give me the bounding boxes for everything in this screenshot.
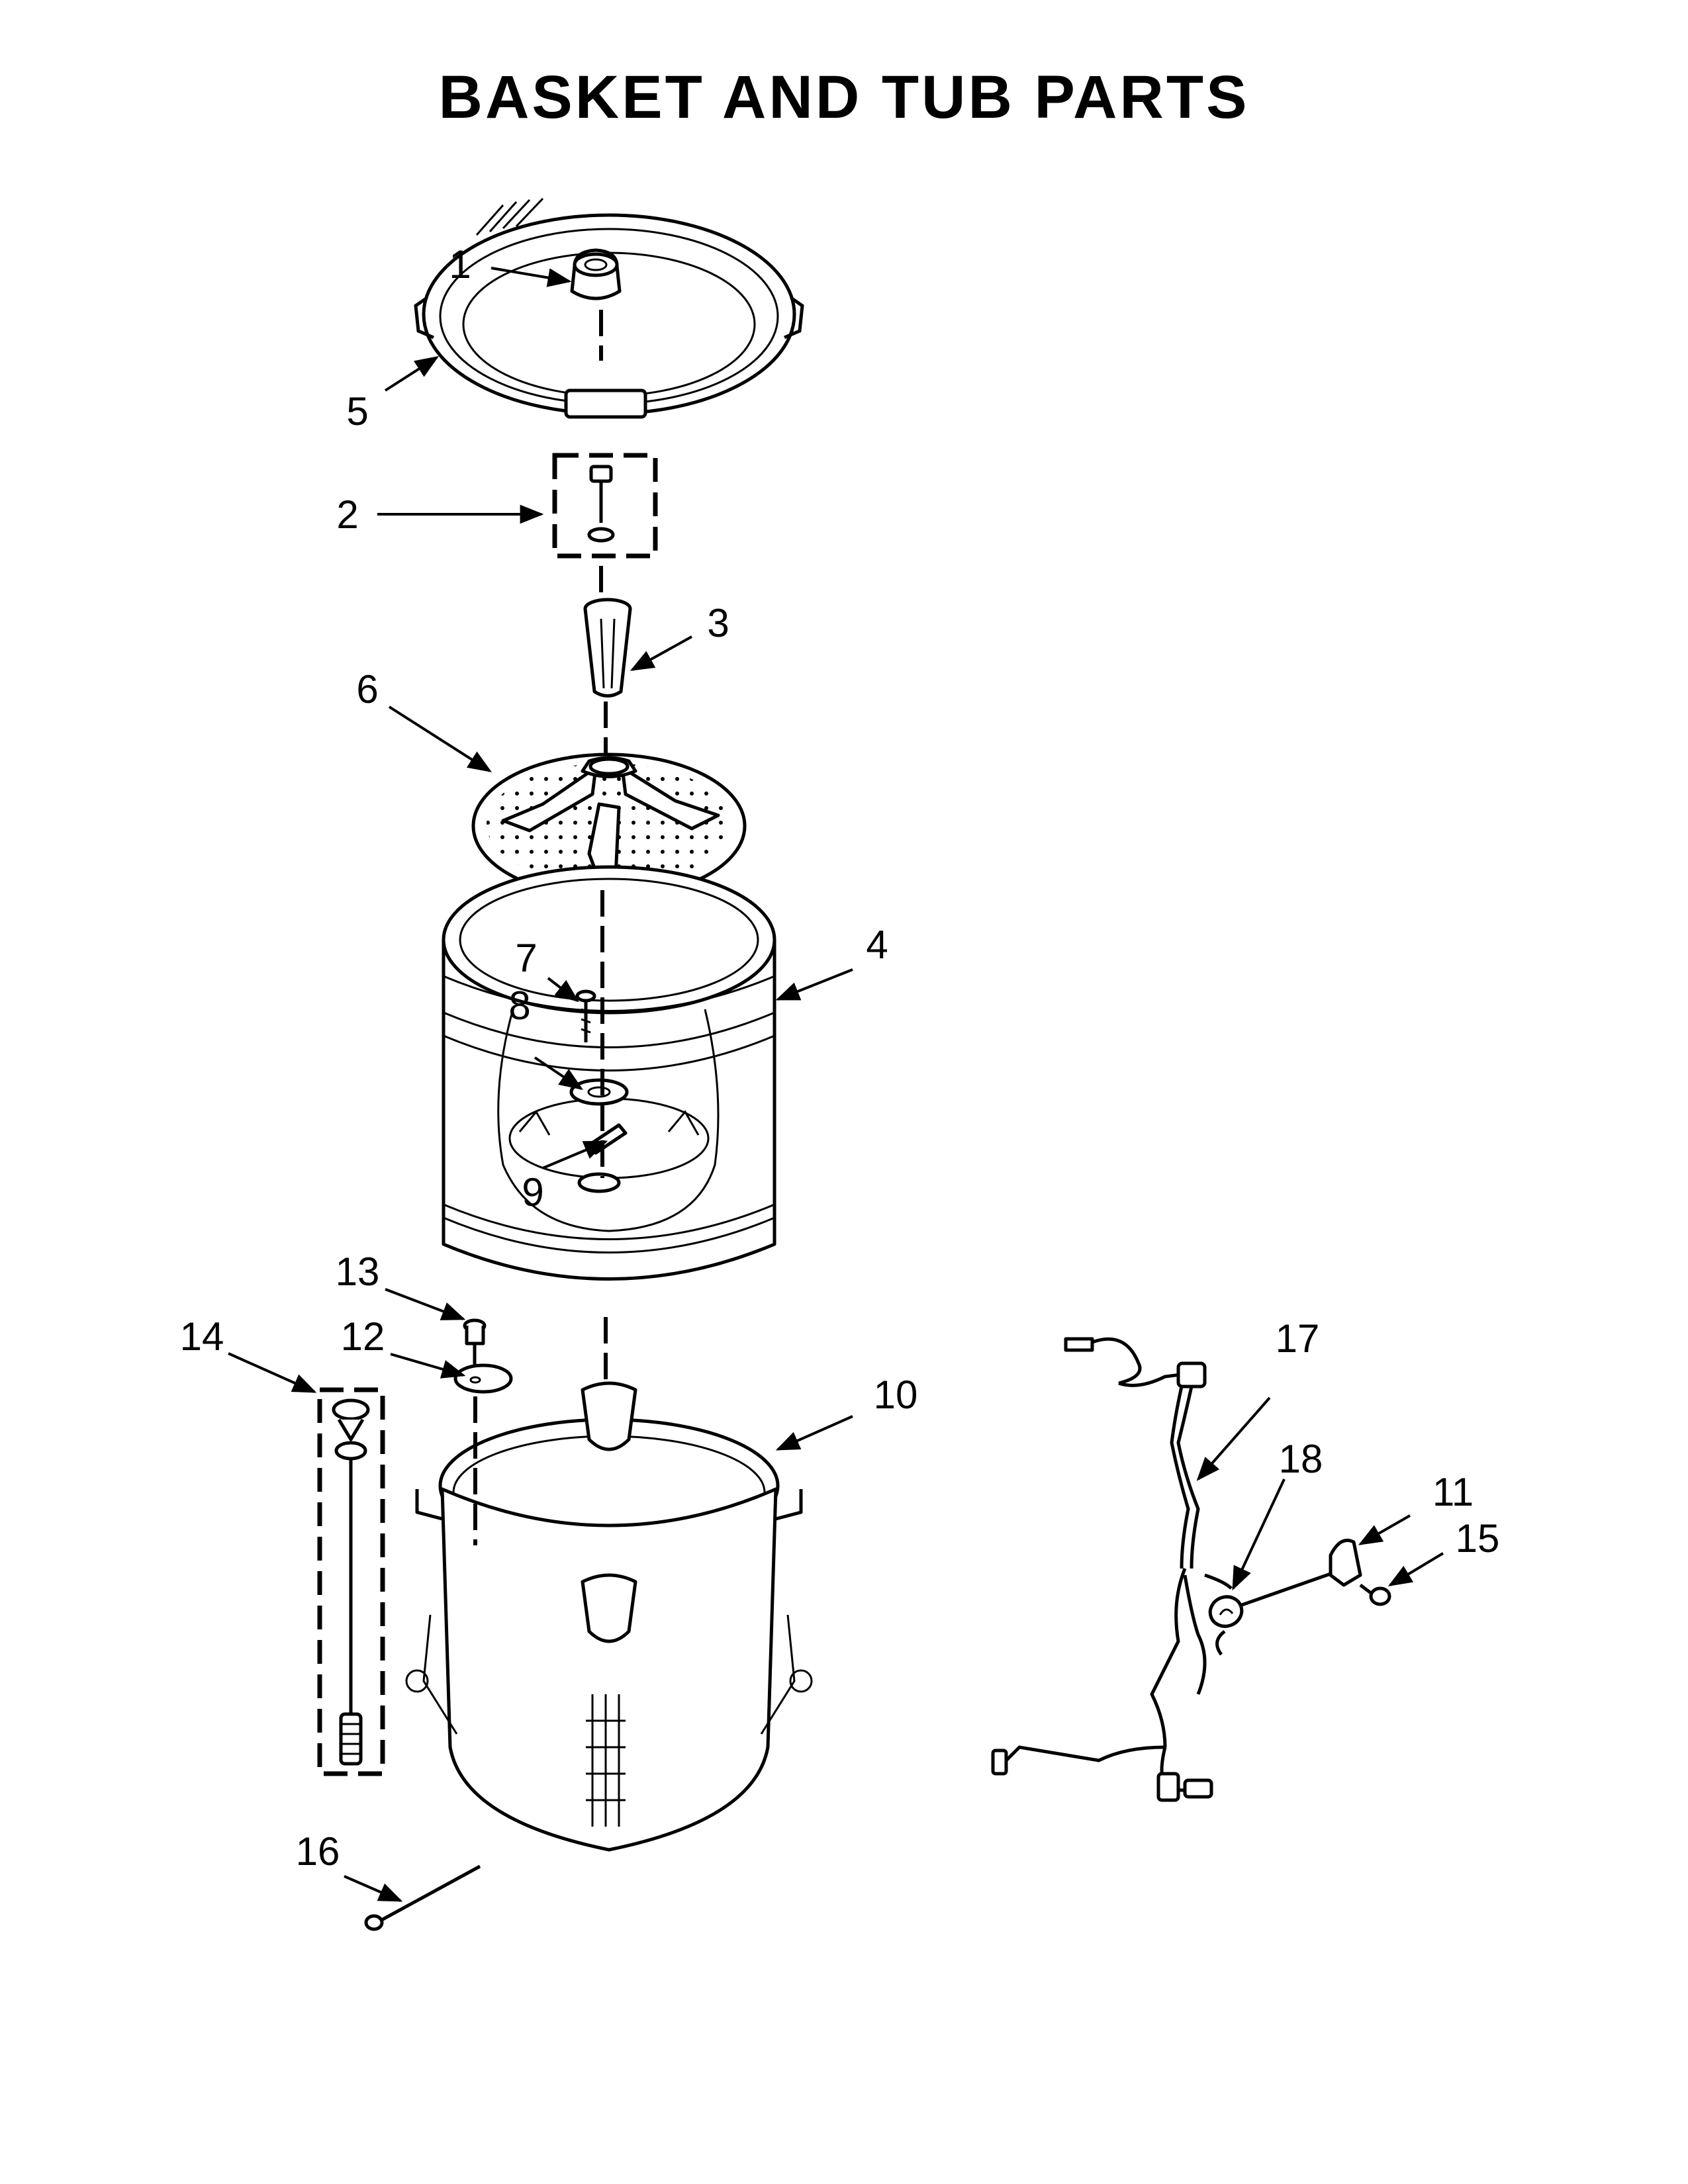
callout-labels: 1 5 2 3 6 4 7 8 9 10 13 12 14 16 17 18 1…	[180, 242, 1500, 1874]
impeller	[471, 752, 747, 899]
callout-14: 14	[180, 1314, 224, 1359]
callout-18: 18	[1279, 1437, 1323, 1481]
diagram-title: BASKET AND TUB PARTS	[438, 64, 1250, 131]
callout-6: 6	[356, 667, 378, 711]
o-ring	[1208, 1595, 1244, 1656]
callout-10: 10	[874, 1373, 918, 1417]
callout-7: 7	[515, 936, 537, 980]
leader-lines	[228, 267, 1444, 1902]
callout-4: 4	[866, 923, 888, 967]
callout-12: 12	[341, 1314, 385, 1359]
drive-bell	[583, 598, 632, 698]
tub-screw	[463, 1318, 487, 1367]
basket-drive-hub	[577, 1172, 621, 1193]
o-ring-pin	[1241, 1572, 1331, 1607]
bolt-assembly	[552, 453, 658, 559]
tub-ring	[414, 197, 804, 419]
screw	[575, 989, 596, 1042]
wash-basket	[442, 865, 776, 1281]
callout-8: 8	[508, 983, 530, 1028]
wire-harness	[991, 1337, 1233, 1802]
tub-washer	[453, 1363, 513, 1394]
wire-bracket	[1329, 1539, 1362, 1587]
callout-15: 15	[1456, 1516, 1500, 1561]
basket-hub	[569, 1078, 629, 1106]
callout-16: 16	[296, 1829, 340, 1874]
level-rod	[364, 1864, 481, 1931]
bracket-screw	[1359, 1584, 1391, 1606]
callout-3: 3	[707, 601, 729, 645]
callout-9: 9	[522, 1170, 543, 1214]
callout-2-label-5: 5	[346, 389, 368, 433]
callout-2: 2	[336, 492, 358, 537]
outer-tub	[405, 1381, 813, 1852]
callout-17: 17	[1276, 1316, 1320, 1361]
agitator-cap	[570, 248, 622, 300]
callout-13: 13	[336, 1250, 380, 1294]
callout-1: 1	[449, 242, 471, 287]
suspension-rod-assembly	[317, 1387, 385, 1776]
callout-11: 11	[1432, 1470, 1474, 1514]
